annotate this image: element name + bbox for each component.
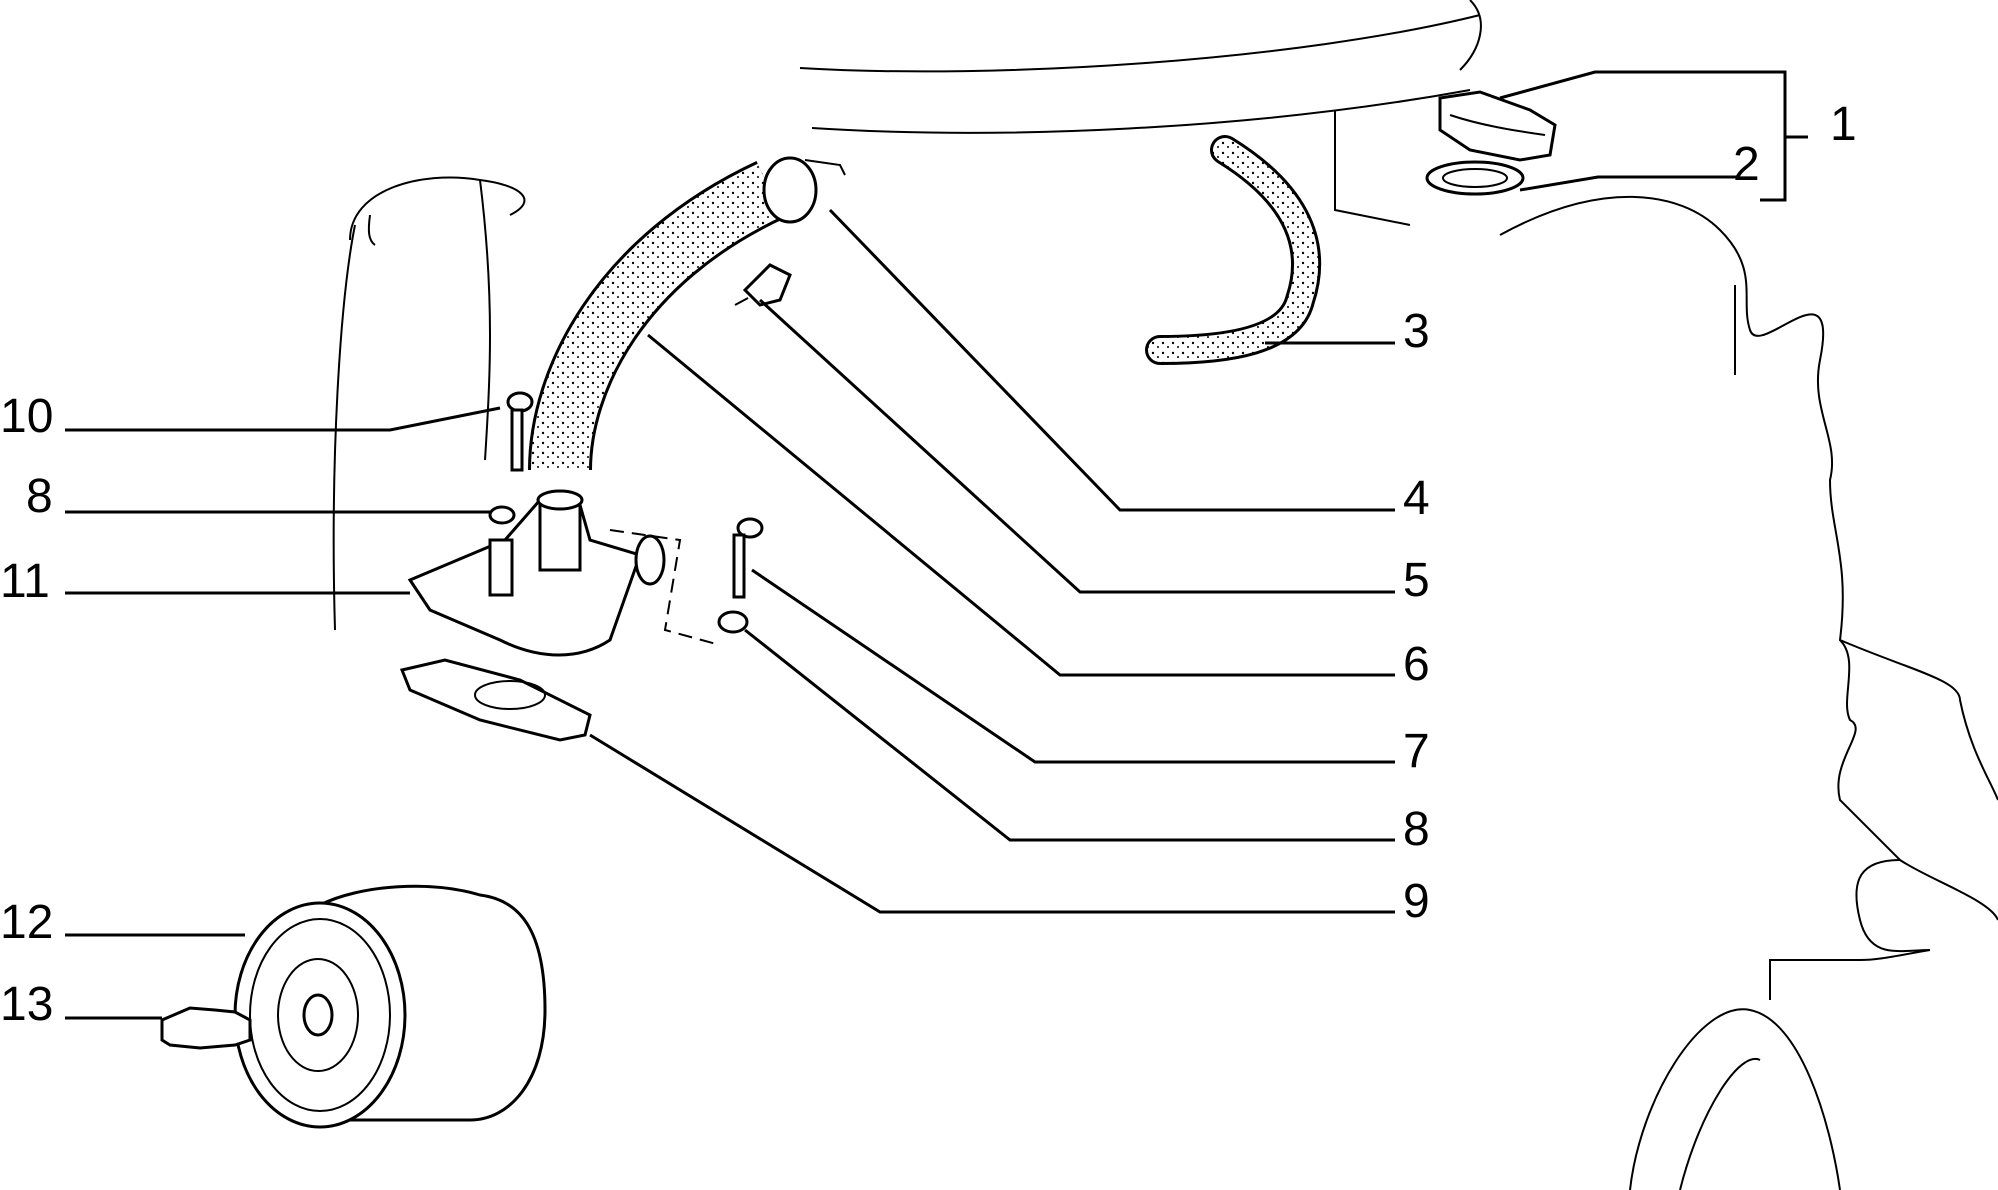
shroud-outline bbox=[332, 176, 526, 631]
breather-hose bbox=[1145, 135, 1322, 365]
callout-10: 10 bbox=[0, 390, 53, 443]
callout-7: 7 bbox=[1403, 725, 1430, 778]
callout-6: 6 bbox=[1403, 638, 1430, 691]
oil-filter bbox=[233, 884, 547, 1129]
housing-gasket bbox=[399, 658, 592, 742]
callout-9: 9 bbox=[1403, 875, 1430, 928]
callout-8-left: 8 bbox=[26, 470, 53, 523]
callout-1: 1 bbox=[1830, 98, 1857, 151]
callout-11: 11 bbox=[0, 555, 50, 608]
callout-4: 4 bbox=[1403, 472, 1430, 525]
oil-filler-cap bbox=[1438, 90, 1557, 162]
engine-block-outline bbox=[799, 0, 1998, 1190]
callout-5: 5 bbox=[1403, 554, 1430, 607]
callout-2: 2 bbox=[1733, 138, 1760, 191]
hose-clamp bbox=[762, 156, 846, 224]
bolt-right bbox=[732, 517, 764, 599]
oil-hose bbox=[528, 161, 784, 471]
leader-lines bbox=[65, 70, 1808, 1020]
oil-sensor bbox=[734, 263, 792, 307]
callout-8-right: 8 bbox=[1403, 803, 1430, 856]
bolt-upper bbox=[506, 391, 534, 472]
washer-left bbox=[488, 505, 516, 525]
washer-right bbox=[717, 610, 749, 634]
callout-3: 3 bbox=[1403, 305, 1430, 358]
cap-gasket bbox=[1425, 160, 1525, 196]
callout-12: 12 bbox=[0, 896, 53, 949]
filter-housing bbox=[407, 489, 721, 657]
filter-nipple bbox=[160, 1006, 252, 1050]
callout-13: 13 bbox=[0, 978, 53, 1031]
